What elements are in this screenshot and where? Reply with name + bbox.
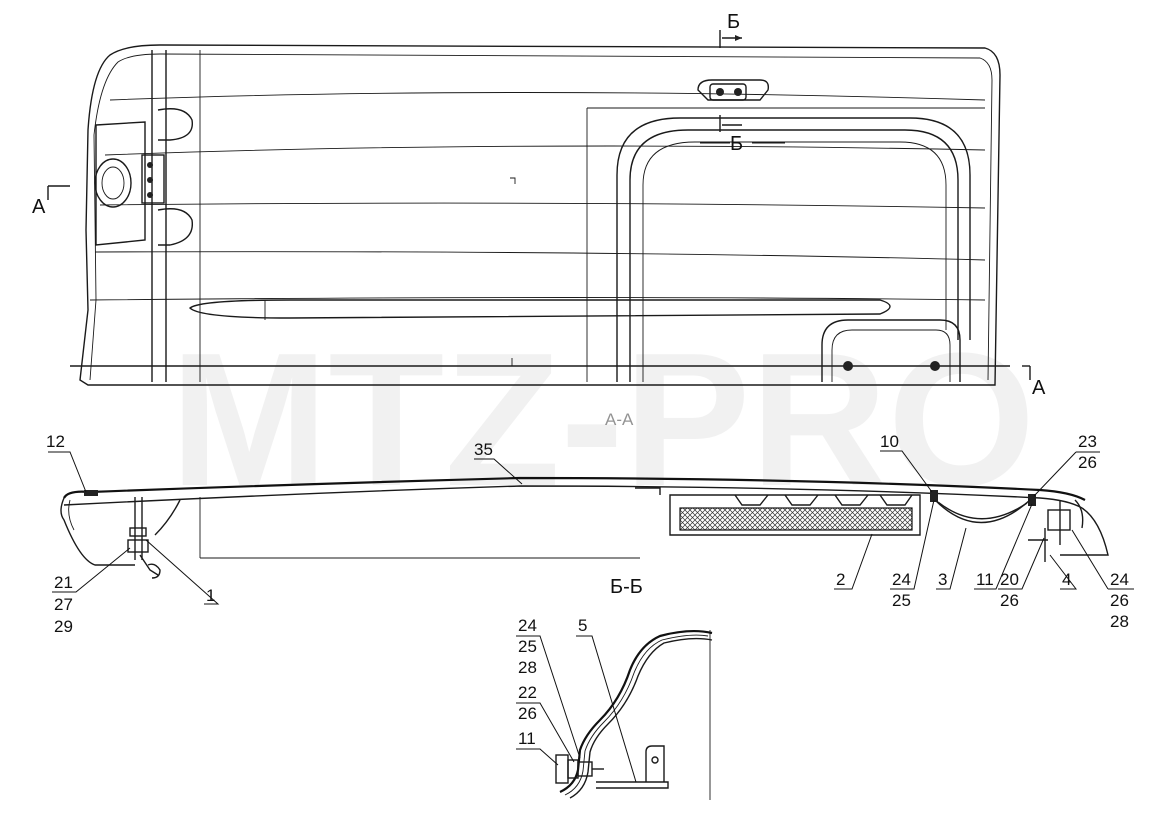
detail-label-5: 5 — [578, 616, 587, 635]
label-20: 20 — [1000, 570, 1019, 589]
section-mark-b-top: Б — [727, 11, 740, 33]
label-4: 4 — [1062, 570, 1071, 589]
section-a-a-labels: 12 35 10 23 26 21 27 29 1 2 24 25 3 11 2… — [46, 432, 1134, 636]
watermark: MTZ-PRO — [170, 314, 1035, 526]
detail-label-11: 11 — [518, 729, 536, 748]
label-21: 21 — [54, 573, 73, 592]
label-24-b: 24 — [1110, 570, 1129, 589]
label-28-a: 28 — [1110, 612, 1129, 631]
detail-label-28: 28 — [518, 658, 537, 677]
section-mark-b-mid: Б — [730, 133, 743, 155]
detail-label-26: 26 — [518, 704, 537, 723]
label-35: 35 — [474, 440, 493, 459]
section-mark-a-left: А — [32, 196, 46, 218]
label-29: 29 — [54, 617, 73, 636]
section-title-b-b: Б-Б — [610, 576, 643, 598]
label-12: 12 — [46, 432, 65, 451]
section-b-b-detail — [555, 629, 713, 800]
section-b-b-labels: 24 25 28 5 22 26 11 — [516, 616, 637, 783]
label-10: 10 — [880, 432, 899, 451]
label-24-a: 24 — [892, 570, 911, 589]
label-26-top: 26 — [1078, 453, 1097, 472]
label-25-a: 25 — [892, 591, 911, 610]
label-27: 27 — [54, 595, 73, 614]
detail-label-22: 22 — [518, 683, 537, 702]
roof-top-view — [70, 44, 1010, 386]
label-11-a: 11 — [976, 570, 994, 589]
label-1: 1 — [206, 586, 215, 605]
label-23: 23 — [1078, 432, 1097, 451]
label-26-bottom: 26 — [1110, 591, 1129, 610]
detail-label-25: 25 — [518, 637, 537, 656]
section-markers: Б Б А А А-А — [32, 11, 1046, 429]
section-a-a — [60, 476, 1109, 579]
label-2: 2 — [836, 570, 845, 589]
label-26-mid: 26 — [1000, 591, 1019, 610]
section-mark-a-right: А — [1032, 377, 1046, 399]
section-title-a-a: А-А — [605, 410, 634, 429]
label-3: 3 — [938, 570, 947, 589]
detail-label-24: 24 — [518, 616, 537, 635]
